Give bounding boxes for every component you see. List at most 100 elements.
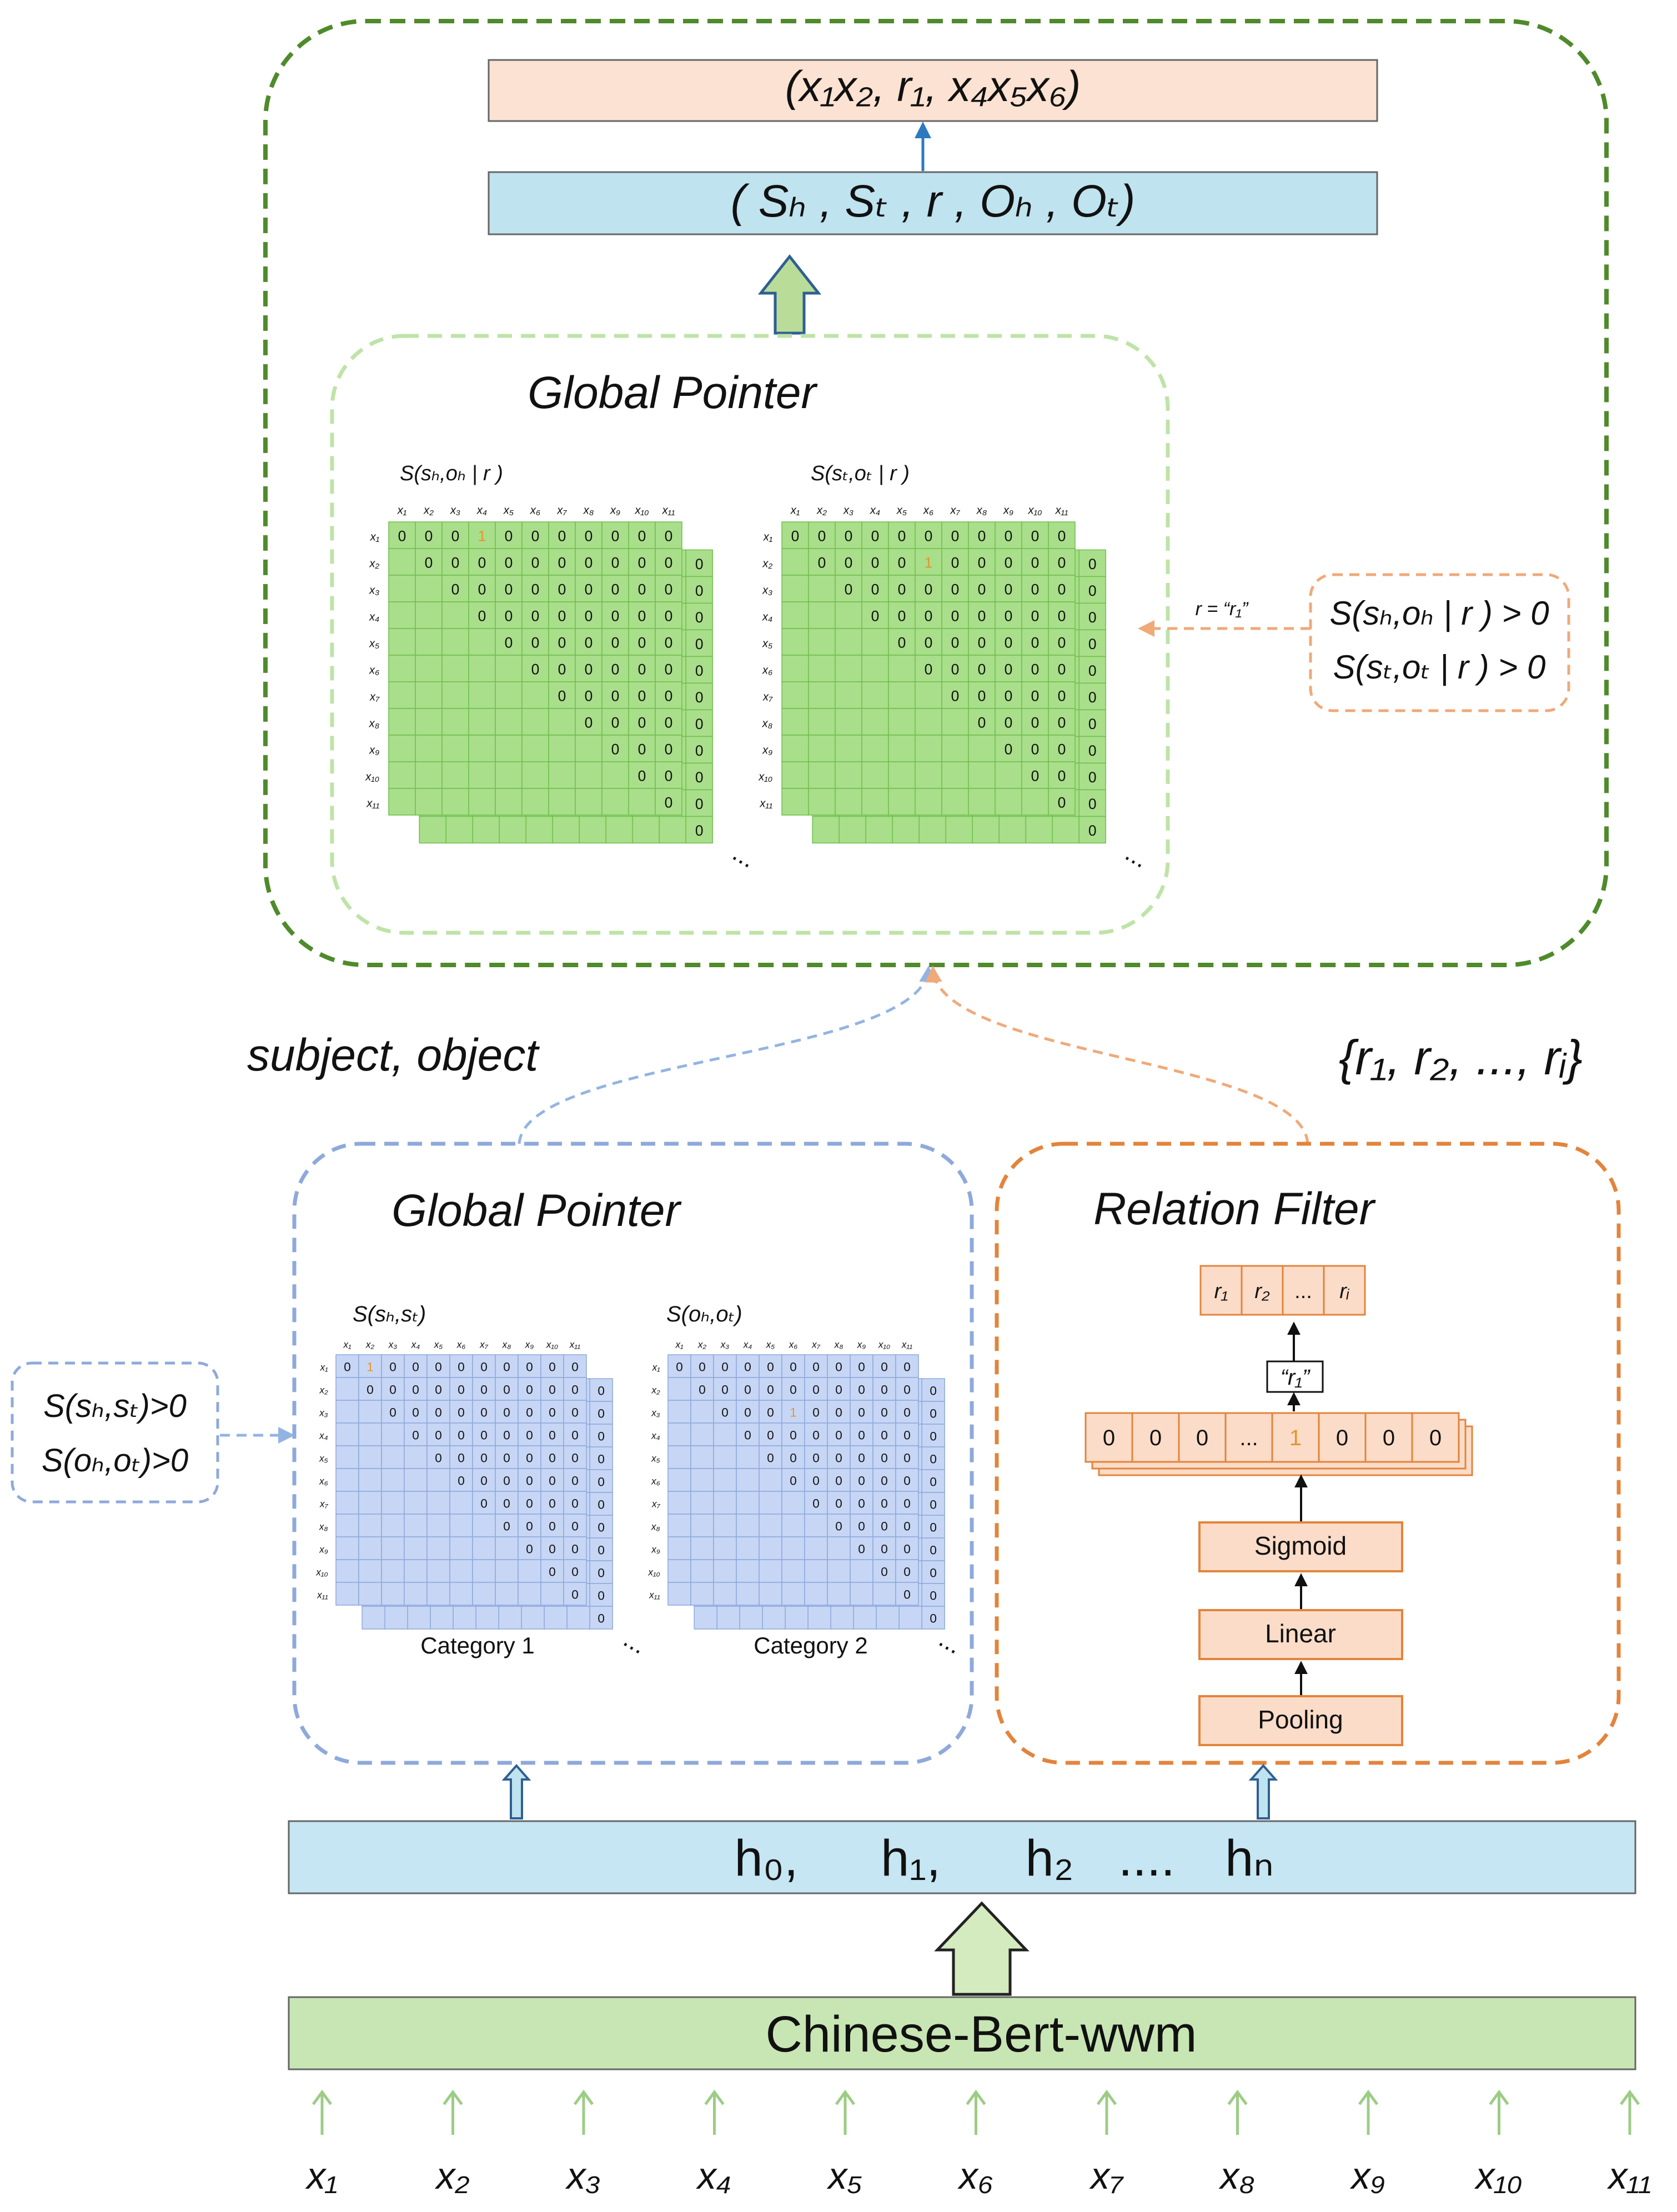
- matrix-value: 0: [1031, 581, 1040, 598]
- matrix-cell: [667, 1468, 691, 1492]
- matrix-cell: [850, 1468, 873, 1492]
- matrix-back-value: 0: [695, 556, 704, 572]
- matrix-value: 0: [571, 1406, 579, 1420]
- matrix-back-cell: [589, 1606, 613, 1630]
- matrix-back-cell: [589, 1560, 613, 1584]
- matrix-cell: [441, 548, 469, 576]
- matrix-value: 0: [549, 1565, 556, 1579]
- top-matrix-right-label: S(sₜ,oₜ | r ): [811, 462, 910, 485]
- matrix-row-header: x₉: [369, 745, 379, 757]
- matrix-cell: [995, 628, 1022, 656]
- matrix-cell: [441, 788, 469, 816]
- matrix-cell: [381, 1536, 405, 1560]
- matrix-value: 0: [1058, 661, 1066, 678]
- matrix-cell: [563, 1354, 587, 1378]
- vector-cell-value: 0: [1196, 1426, 1208, 1450]
- matrix-cell: [915, 761, 942, 789]
- matrix-row-header: x₅: [369, 638, 379, 650]
- matrix-back-value: 0: [695, 716, 704, 732]
- matrix-cell: [941, 708, 969, 736]
- matrix-value: 0: [549, 1383, 556, 1397]
- matrix-cell: [388, 708, 416, 736]
- token-arrowhead: [573, 2089, 594, 2105]
- matrix-cell: [861, 735, 889, 762]
- matrix-cell: [548, 761, 576, 789]
- hidden-state-label: h₂: [1026, 1830, 1074, 1887]
- matrix-value: 0: [812, 1451, 820, 1465]
- matrix-value: 0: [480, 1429, 488, 1442]
- top-condition-box: [1309, 573, 1570, 712]
- matrix-value: 0: [398, 528, 406, 545]
- matrix-cell: [713, 1582, 737, 1606]
- matrix-value: 0: [611, 608, 620, 625]
- matrix-value: 0: [978, 581, 986, 598]
- matrix-cell: [808, 708, 836, 736]
- matrix-value: 0: [951, 635, 960, 651]
- matrix-back-cell: [475, 1606, 499, 1630]
- matrix-cell: [628, 521, 656, 549]
- matrix-cell: [872, 1559, 896, 1583]
- triple-box: [488, 171, 1378, 235]
- triple-text: ( Sₕ , Sₜ , r , Oₕ , Oₜ): [731, 176, 1136, 227]
- matrix-row-header: x₅: [762, 638, 772, 650]
- matrix-cell: [667, 1377, 691, 1401]
- matrix-value: 0: [526, 1406, 533, 1420]
- matrix-value: 0: [638, 661, 646, 678]
- matrix-back-cell: [1025, 816, 1053, 844]
- matrix-back-value: 0: [1088, 689, 1097, 706]
- relation-filter-title: Relation Filter: [1093, 1184, 1377, 1234]
- output-sequence-text: (x₁x₂, r₁, x₄x₅x₆): [785, 62, 1081, 110]
- matrix-column-header: x₆: [789, 1339, 798, 1350]
- matrix-cell: [968, 761, 996, 789]
- matrix-cell: [404, 1377, 428, 1401]
- matrix-value: 0: [1031, 635, 1040, 651]
- matrix-back-cell: [579, 816, 606, 844]
- matrix-cell: [441, 628, 469, 656]
- matrix-cell: [388, 655, 416, 682]
- matrix-row-header: x₃: [369, 585, 379, 597]
- matrix-value: 0: [898, 608, 906, 625]
- matrix-cell: [781, 681, 809, 709]
- matrix-cell: [781, 1514, 805, 1537]
- matrix-cell: [381, 1491, 405, 1515]
- matrix-column-header: x₆: [923, 505, 933, 517]
- matrix-cell: [915, 735, 942, 762]
- vector-cell-value: 1: [1289, 1426, 1302, 1450]
- matrix-cell: [335, 1422, 359, 1446]
- matrix-back-cell: [785, 1606, 809, 1630]
- matrix-cell: [713, 1491, 737, 1515]
- matrix-cell: [861, 681, 889, 709]
- matrix-row-header: x₁₁: [317, 1590, 328, 1601]
- matrix-cell: [995, 708, 1022, 736]
- matrix-back-cell: [892, 816, 920, 844]
- matrix-cell: [895, 1536, 919, 1560]
- matrix-value: 0: [526, 1474, 533, 1488]
- matrix-cell: [759, 1514, 782, 1537]
- matrix-value: 0: [1005, 608, 1013, 625]
- matrix-cell: [781, 708, 809, 736]
- matrix-value: 0: [531, 608, 540, 625]
- matrix-back-cell: [589, 1469, 613, 1493]
- matrix-value: 0: [858, 1542, 865, 1556]
- matrix-value: 0: [638, 768, 646, 785]
- matrix-cell: [895, 1400, 919, 1424]
- matrix-value: 0: [585, 608, 593, 625]
- hidden-states-bar: [288, 1820, 1636, 1894]
- matrix-cell: [690, 1354, 714, 1378]
- matrix-cell: [713, 1559, 737, 1583]
- vector-cell-value: 0: [1149, 1426, 1162, 1450]
- relation-cell: [1241, 1265, 1284, 1316]
- matrix-row-header: x₄: [319, 1430, 328, 1441]
- matrix-value: 0: [665, 768, 673, 785]
- matrix-cell: [850, 1582, 873, 1606]
- matrix-back-cell: [830, 1606, 854, 1630]
- matrix-value: 0: [835, 1383, 842, 1397]
- matrix-cell: [1021, 601, 1049, 629]
- matrix-cell: [1048, 575, 1076, 602]
- matrix-value: 0: [638, 715, 646, 731]
- matrix-cell: [335, 1491, 359, 1515]
- matrix-value: 0: [858, 1406, 865, 1420]
- matrix-back-value: 0: [598, 1612, 605, 1626]
- matrix-value: 0: [881, 1565, 888, 1579]
